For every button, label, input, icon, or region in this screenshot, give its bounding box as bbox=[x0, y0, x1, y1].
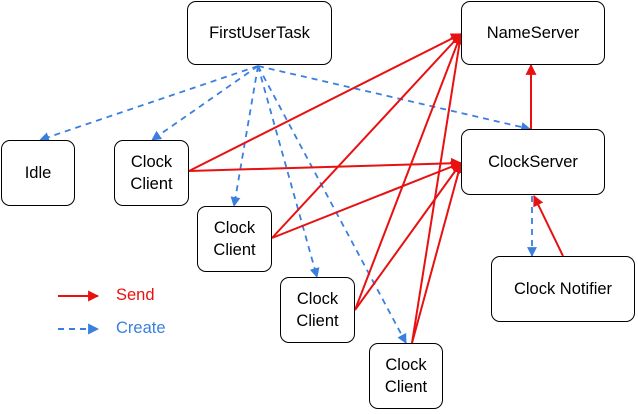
edge-send-clock-client-4-to-clock-server bbox=[411, 161, 464, 344]
edge-create-first-user-task-to-clock-server bbox=[257, 65, 531, 132]
edge-send-clock-client-1-to-clock-server bbox=[188, 157, 463, 172]
edge-create-first-user-task-to-clock-client-4 bbox=[257, 65, 407, 344]
node-clock-client-1: Clock Client bbox=[114, 140, 189, 206]
edge-send-clock-client-3-to-clock-server bbox=[354, 162, 462, 311]
edge-send-clock-notifier-to-clock-server bbox=[533, 195, 564, 257]
edge-send-clock-client-1-to-name-server bbox=[188, 33, 462, 172]
legend bbox=[58, 290, 100, 335]
legend-send-label: Send bbox=[116, 286, 155, 304]
edge-create-first-user-task-to-clock-client-2 bbox=[230, 65, 259, 207]
edge-send-clock-client-4-to-name-server bbox=[411, 32, 465, 344]
edge-create-first-user-task-to-idle bbox=[39, 65, 259, 142]
node-name-server: NameServer bbox=[461, 1, 605, 65]
edge-create-first-user-task-to-clock-client-1 bbox=[151, 65, 259, 141]
node-clock-notifier: Clock Notifier bbox=[491, 256, 635, 322]
edge-create-first-user-task-to-clock-client-3 bbox=[257, 65, 320, 278]
legend-create-label: Create bbox=[116, 319, 166, 337]
edges-layer bbox=[39, 32, 564, 344]
edge-send-clock-client-2-to-name-server bbox=[271, 33, 462, 239]
edge-send-clock-client-3-to-name-server bbox=[354, 32, 463, 311]
node-first-user-task: FirstUserTask bbox=[187, 1, 332, 65]
node-clock-server: ClockServer bbox=[461, 129, 605, 195]
node-clock-client-2: Clock Client bbox=[197, 206, 272, 272]
edge-send-clock-client-2-to-clock-server bbox=[271, 161, 463, 239]
node-idle: Idle bbox=[1, 140, 75, 206]
node-clock-client-4: Clock Client bbox=[369, 343, 443, 409]
node-clock-client-3: Clock Client bbox=[280, 277, 355, 343]
